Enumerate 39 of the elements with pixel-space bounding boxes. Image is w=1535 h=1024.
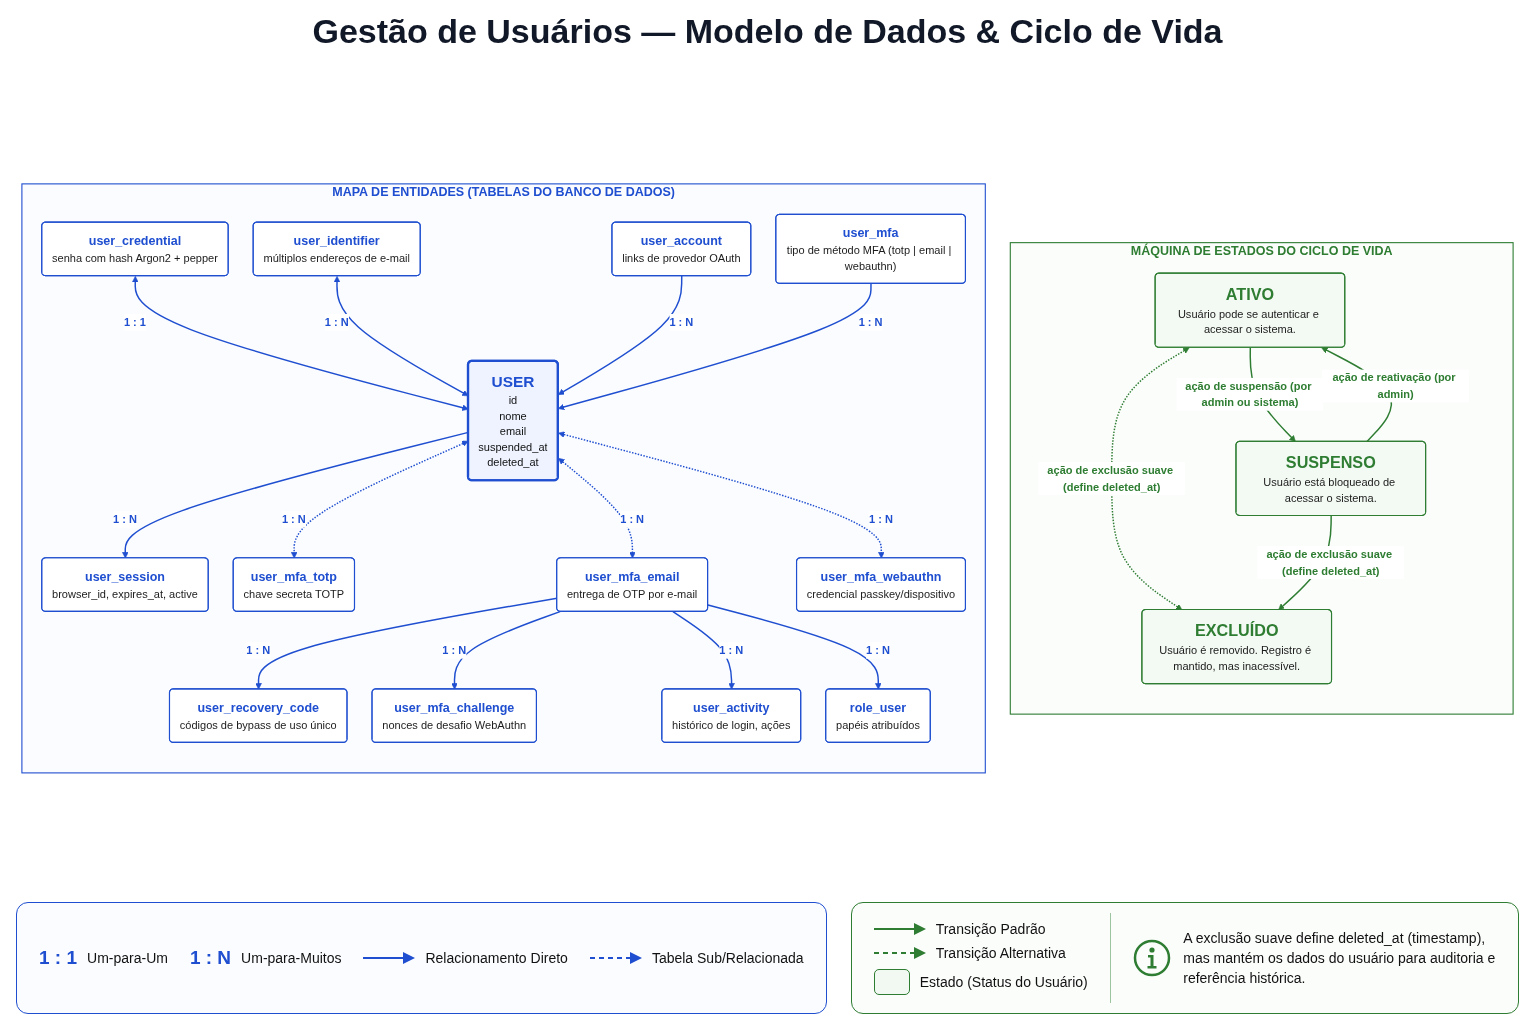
table-card: role_user papéis atribuídos (825, 687, 931, 743)
table-card: user_mfa_challenge nonces de desafio WebAuthn (371, 687, 537, 743)
legend-text: Um-para-Muitos (241, 950, 342, 966)
arrow (557, 274, 683, 395)
dashed-double-headed-arrow (558, 457, 636, 559)
dashed-double-headed-arrow (558, 431, 885, 559)
table-card: user_credential senha com hash Argon2 + pepper (41, 221, 229, 276)
dashed-double-headed-arrow (290, 440, 469, 559)
double-headed-arrow (333, 275, 469, 396)
table-card: user_account links de provedor OAuth (611, 221, 752, 276)
arrow (557, 282, 872, 410)
table-card: user_recovery_code códigos de bypass de uso único (168, 687, 348, 743)
entity-card: USER id nome email suspended_at deleted_at (466, 359, 559, 481)
legend-text: Estado (Status do Usuário) (919, 974, 1088, 990)
dashed-double-headed-arrow (1111, 347, 1190, 610)
table-card: user_mfa_totp chave secreta TOTP (232, 556, 356, 612)
legend-key: 1 : 1 (39, 947, 78, 969)
title: Gestão de Usuários — Modelo de Dados & Ciclo de Vida (312, 11, 1223, 52)
arrow (451, 610, 561, 690)
legend-key: 1 : N (189, 947, 232, 969)
table-card: user_session browser_id, expires_at, active (41, 556, 209, 612)
table-card: user_identifier múltiplos endereços de e-mail (252, 221, 421, 276)
state-card: EXCLUÍDO Usuário é removido. Registro é mantido, mas inacessível. (1141, 608, 1333, 684)
legend-text: Um-para-Um (87, 950, 168, 966)
state-card: ATIVO Usuário pode se autenticar e acessar o sistema. (1154, 272, 1346, 348)
legend-text: Transição Padrão (935, 921, 1046, 937)
table-card: user_mfa tipo de método MFA (totp | email | webauthn) (775, 213, 966, 284)
arrow (672, 610, 735, 690)
arrow (707, 603, 882, 690)
double-headed-arrow (132, 275, 469, 411)
note-text: A exclusão suave define deleted_at (timestamp), mas mantém os dados do usuário para auditoria e referência histórica. (1183, 928, 1496, 989)
state-card: SUSPENSO Usuário está bloqueado de acessar o sistema. (1235, 440, 1427, 516)
legend-text: Transição Alternativa (935, 945, 1066, 961)
table-card: user_mfa_webauthn credencial passkey/dispositivo (796, 556, 966, 612)
legend-text: Relacionamento Direto (425, 950, 568, 966)
table-card: user_activity histórico de login, ações (661, 687, 802, 743)
table-card: user_mfa_email entrega de OTP por e-mail (556, 556, 709, 612)
edge-label: 1 : N (620, 510, 645, 527)
legend-text: Tabela Sub/Relacionada (651, 950, 804, 966)
